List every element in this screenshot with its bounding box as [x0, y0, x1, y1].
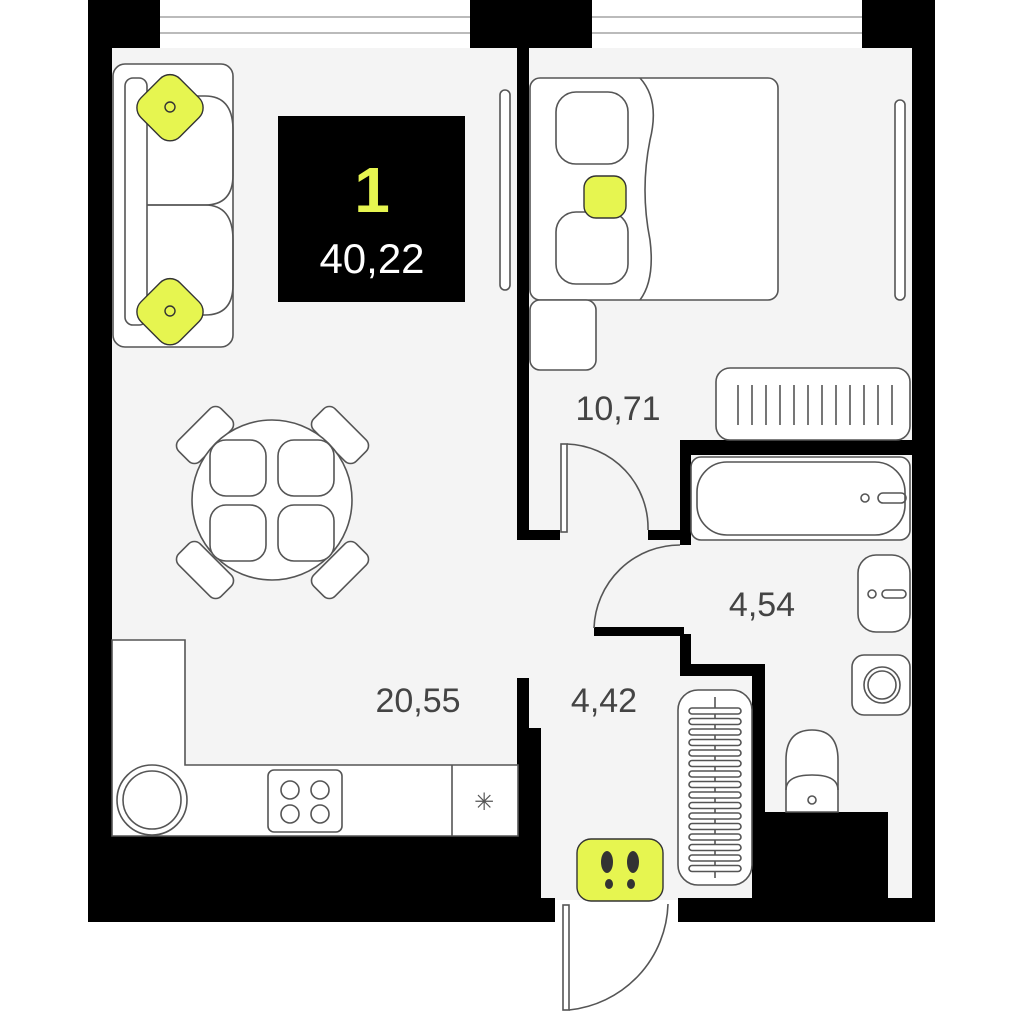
total-area: 40,22	[319, 235, 424, 282]
towel-radiator	[677, 689, 753, 886]
radiator-rung	[688, 854, 742, 862]
wardrobe-rail	[894, 99, 906, 301]
radiator	[715, 367, 911, 441]
radiator-rung	[688, 780, 742, 789]
walls	[88, 0, 935, 922]
radiator-rung	[688, 801, 742, 810]
sofa	[112, 63, 234, 348]
rooms-count: 1	[354, 154, 390, 226]
bathroom-area: 4,54	[729, 586, 795, 624]
living-room-area: 20,55	[375, 682, 460, 720]
radiator-rung	[688, 728, 742, 736]
radiator-rung	[688, 812, 742, 820]
entrance-mat	[576, 838, 664, 902]
radiator-rung	[688, 864, 742, 873]
washbasin	[857, 554, 911, 633]
tv	[499, 89, 511, 291]
radiator-rung	[688, 770, 742, 778]
doors	[560, 443, 681, 1011]
nightstand	[529, 299, 597, 371]
stove-icon	[267, 769, 343, 833]
fridge-icon: ✳	[474, 788, 494, 816]
radiator-rung	[688, 833, 742, 841]
dining-table	[175, 405, 370, 600]
radiator-rung	[688, 791, 742, 799]
kitchen-counter: ✳	[111, 639, 519, 837]
toilet	[785, 729, 839, 813]
radiator-rung	[688, 707, 742, 715]
radiator-rung	[688, 822, 742, 831]
radiator-rung	[688, 749, 742, 757]
radiator-rung	[688, 759, 742, 768]
apartment-summary: 1 40,22	[278, 116, 465, 302]
bedroom-area: 10,71	[575, 390, 660, 428]
radiator-rung	[688, 738, 742, 747]
bathtub	[690, 456, 911, 541]
hallway-area: 4,42	[571, 682, 637, 720]
footprints-icon	[601, 851, 639, 889]
radiator-rung	[688, 843, 742, 852]
radiator-rung	[688, 717, 742, 726]
washing-machine	[851, 654, 911, 716]
bed	[529, 77, 779, 371]
windows	[160, 16, 862, 34]
pillow-icon	[583, 175, 627, 219]
